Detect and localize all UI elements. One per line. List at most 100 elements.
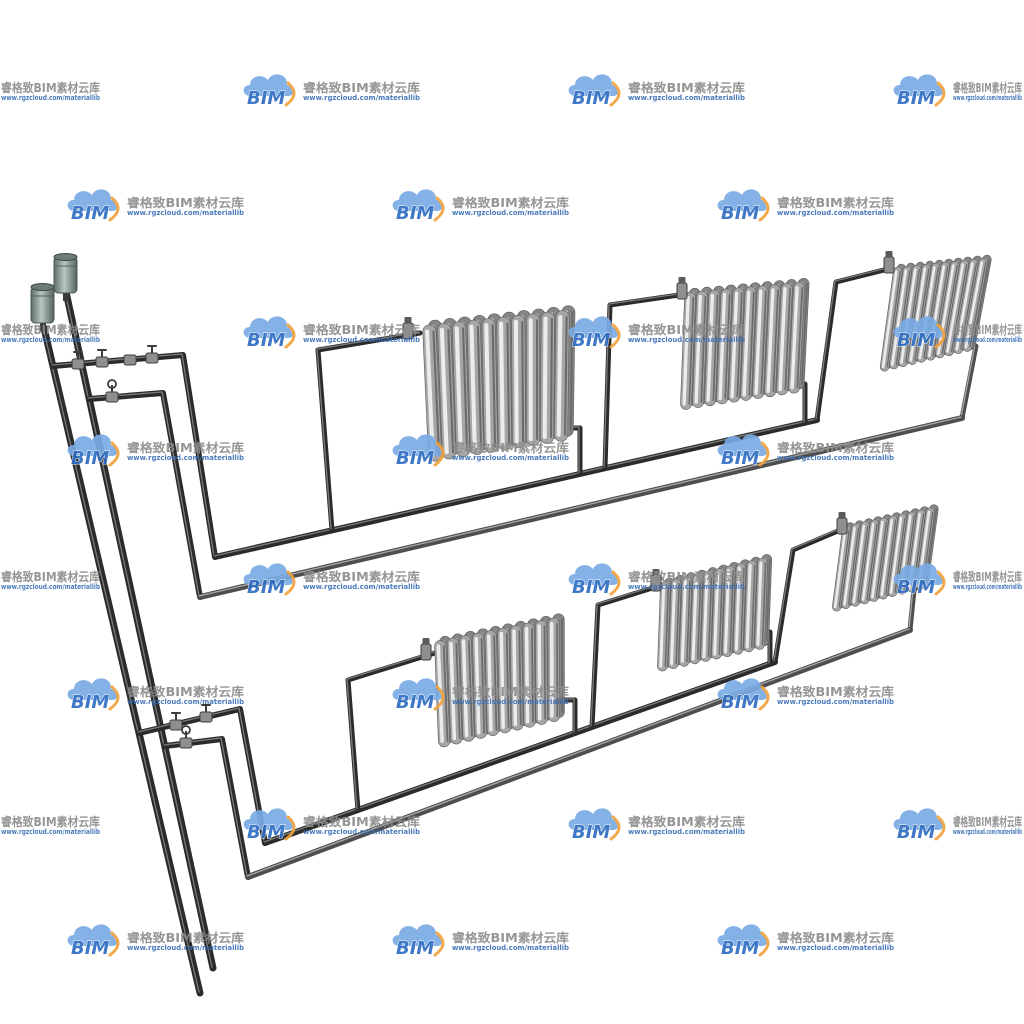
radiator-column xyxy=(535,620,548,725)
radiator-column xyxy=(889,265,912,370)
watermark-url: www.rgzcloud.com/materiallib xyxy=(628,828,745,836)
radiator-column xyxy=(522,622,536,728)
radiator-column-shadow xyxy=(784,288,792,391)
bim-logo: BIM xyxy=(392,189,445,225)
radiator-column xyxy=(764,284,781,398)
valve-upper-return-1 xyxy=(105,379,119,403)
cloud-icon xyxy=(243,74,294,96)
watermark: BIM睿格致BIM素材云库www.rgzcloud.com/materialli… xyxy=(893,563,1022,599)
riser-b-body xyxy=(62,288,217,972)
radiator-column-shadow xyxy=(688,296,695,405)
radiator-set xyxy=(422,254,992,748)
radiator-column-shadow xyxy=(766,558,771,642)
watermark-url: www.rgzcloud.com/materiallib xyxy=(303,583,420,591)
valve-body xyxy=(145,352,159,364)
watermark-url: www.rgzcloud.com/materiallib xyxy=(953,828,1022,836)
bim-logo: BIM xyxy=(717,924,770,960)
watermark-url: www.rgzcloud.com/materiallib xyxy=(953,94,1022,102)
thermostatic-valve-body xyxy=(883,256,895,274)
radiator-column xyxy=(700,570,714,662)
radiator-column-body xyxy=(472,633,487,739)
radiator-column-highlight xyxy=(556,315,563,437)
bim-logo: BIM xyxy=(717,189,770,225)
bim-logo: BIM xyxy=(568,808,621,844)
radiator-column xyxy=(437,322,456,460)
radiator-upper-1 xyxy=(422,305,576,462)
radiator-upper-2-supply-body xyxy=(602,291,689,471)
radiator-column-highlight xyxy=(718,292,727,401)
watermark-brand-name: 睿格致BIM素材云库 xyxy=(953,814,1022,829)
thermostatic-valve-lower-2 xyxy=(650,569,662,592)
radiator-column-body xyxy=(692,291,708,408)
radiator-column-shadow xyxy=(664,585,670,667)
valve-body xyxy=(179,737,193,749)
bim-logo: BIM xyxy=(717,678,770,714)
radiator-column-shadow xyxy=(518,630,522,726)
radiator-upper-3-supply-highlight xyxy=(815,266,892,420)
radiator-column xyxy=(962,257,988,352)
bim-logo-text: BIM xyxy=(897,577,935,598)
watermark-brand-name: 睿格致BIM素材云库 xyxy=(452,195,569,210)
radiator-column-shadow xyxy=(505,632,510,729)
bim-logo-text: BIM xyxy=(572,88,610,109)
bim-logo: BIM xyxy=(67,434,120,470)
radiator-column xyxy=(898,264,922,368)
valve-upper-supply-2 xyxy=(95,349,109,368)
radiator-column-body xyxy=(485,630,499,736)
radiator-column-body xyxy=(510,625,523,730)
radiator-column-shadow xyxy=(969,261,987,348)
cloud-icon xyxy=(893,316,944,338)
radiator-column-body xyxy=(711,568,725,659)
watermark-url: www.rgzcloud.com/materiallib xyxy=(777,944,894,952)
watermark-brand-name: 睿格致BIM素材云库 xyxy=(628,569,745,584)
radiator-column-highlight xyxy=(880,518,893,597)
radiator-column-highlight xyxy=(891,269,908,366)
radiator-column-highlight xyxy=(745,564,752,649)
cloud-icon xyxy=(67,678,118,700)
watermark-url: www.rgzcloud.com/materiallib xyxy=(777,454,894,462)
radiator-column-shadow xyxy=(468,640,473,737)
radiator-column-highlight xyxy=(425,329,435,457)
swoosh-icon xyxy=(934,815,946,841)
watermark-brand-name: 睿格致BIM素材云库 xyxy=(1,814,100,829)
cloud-icon xyxy=(392,189,443,211)
swoosh-icon xyxy=(609,570,621,596)
radiator-column-highlight xyxy=(694,294,702,404)
cloud-icon xyxy=(67,924,118,946)
radiator-column-shadow xyxy=(751,564,756,648)
radiator-upper-3-supply-body xyxy=(814,265,895,423)
cloud-icon xyxy=(67,189,118,211)
radiator-column-shadow xyxy=(950,263,968,353)
main-lower-supply xyxy=(262,659,778,846)
radiator-column-body xyxy=(954,259,978,354)
radiator-column xyxy=(667,578,682,669)
radiator-column xyxy=(497,627,512,734)
radiator-column xyxy=(788,281,805,394)
radiator-column-body xyxy=(680,292,696,410)
radiator-upper-1-supply-body xyxy=(315,330,423,533)
bim-logo-text: BIM xyxy=(396,938,434,959)
radiator-column-body xyxy=(728,288,744,402)
bim-logo-text: BIM xyxy=(396,448,434,469)
radiator-column-highlight xyxy=(691,577,698,661)
radiator-column-highlight xyxy=(702,574,709,659)
swoosh-icon xyxy=(108,931,120,957)
radiator-upper-1-supply-highlight xyxy=(316,331,420,530)
bim-logo: BIM xyxy=(67,924,120,960)
thermostatic-valve-body xyxy=(676,282,688,300)
radiator-column-body xyxy=(788,282,805,393)
bim-logo-text: BIM xyxy=(247,88,285,109)
radiator-column-body xyxy=(657,581,671,671)
watermark-brand-name: 睿格致BIM素材云库 xyxy=(127,684,244,699)
radiator-column-body xyxy=(880,267,902,371)
tank-a-cap xyxy=(30,283,55,291)
watermark-brand-name: 睿格致BIM素材云库 xyxy=(303,322,420,337)
bim-logo-text: BIM xyxy=(247,822,285,843)
swoosh-icon xyxy=(934,81,946,107)
radiator-column-highlight xyxy=(955,262,974,351)
watermark-url: www.rgzcloud.com/materiallib xyxy=(1,583,100,591)
